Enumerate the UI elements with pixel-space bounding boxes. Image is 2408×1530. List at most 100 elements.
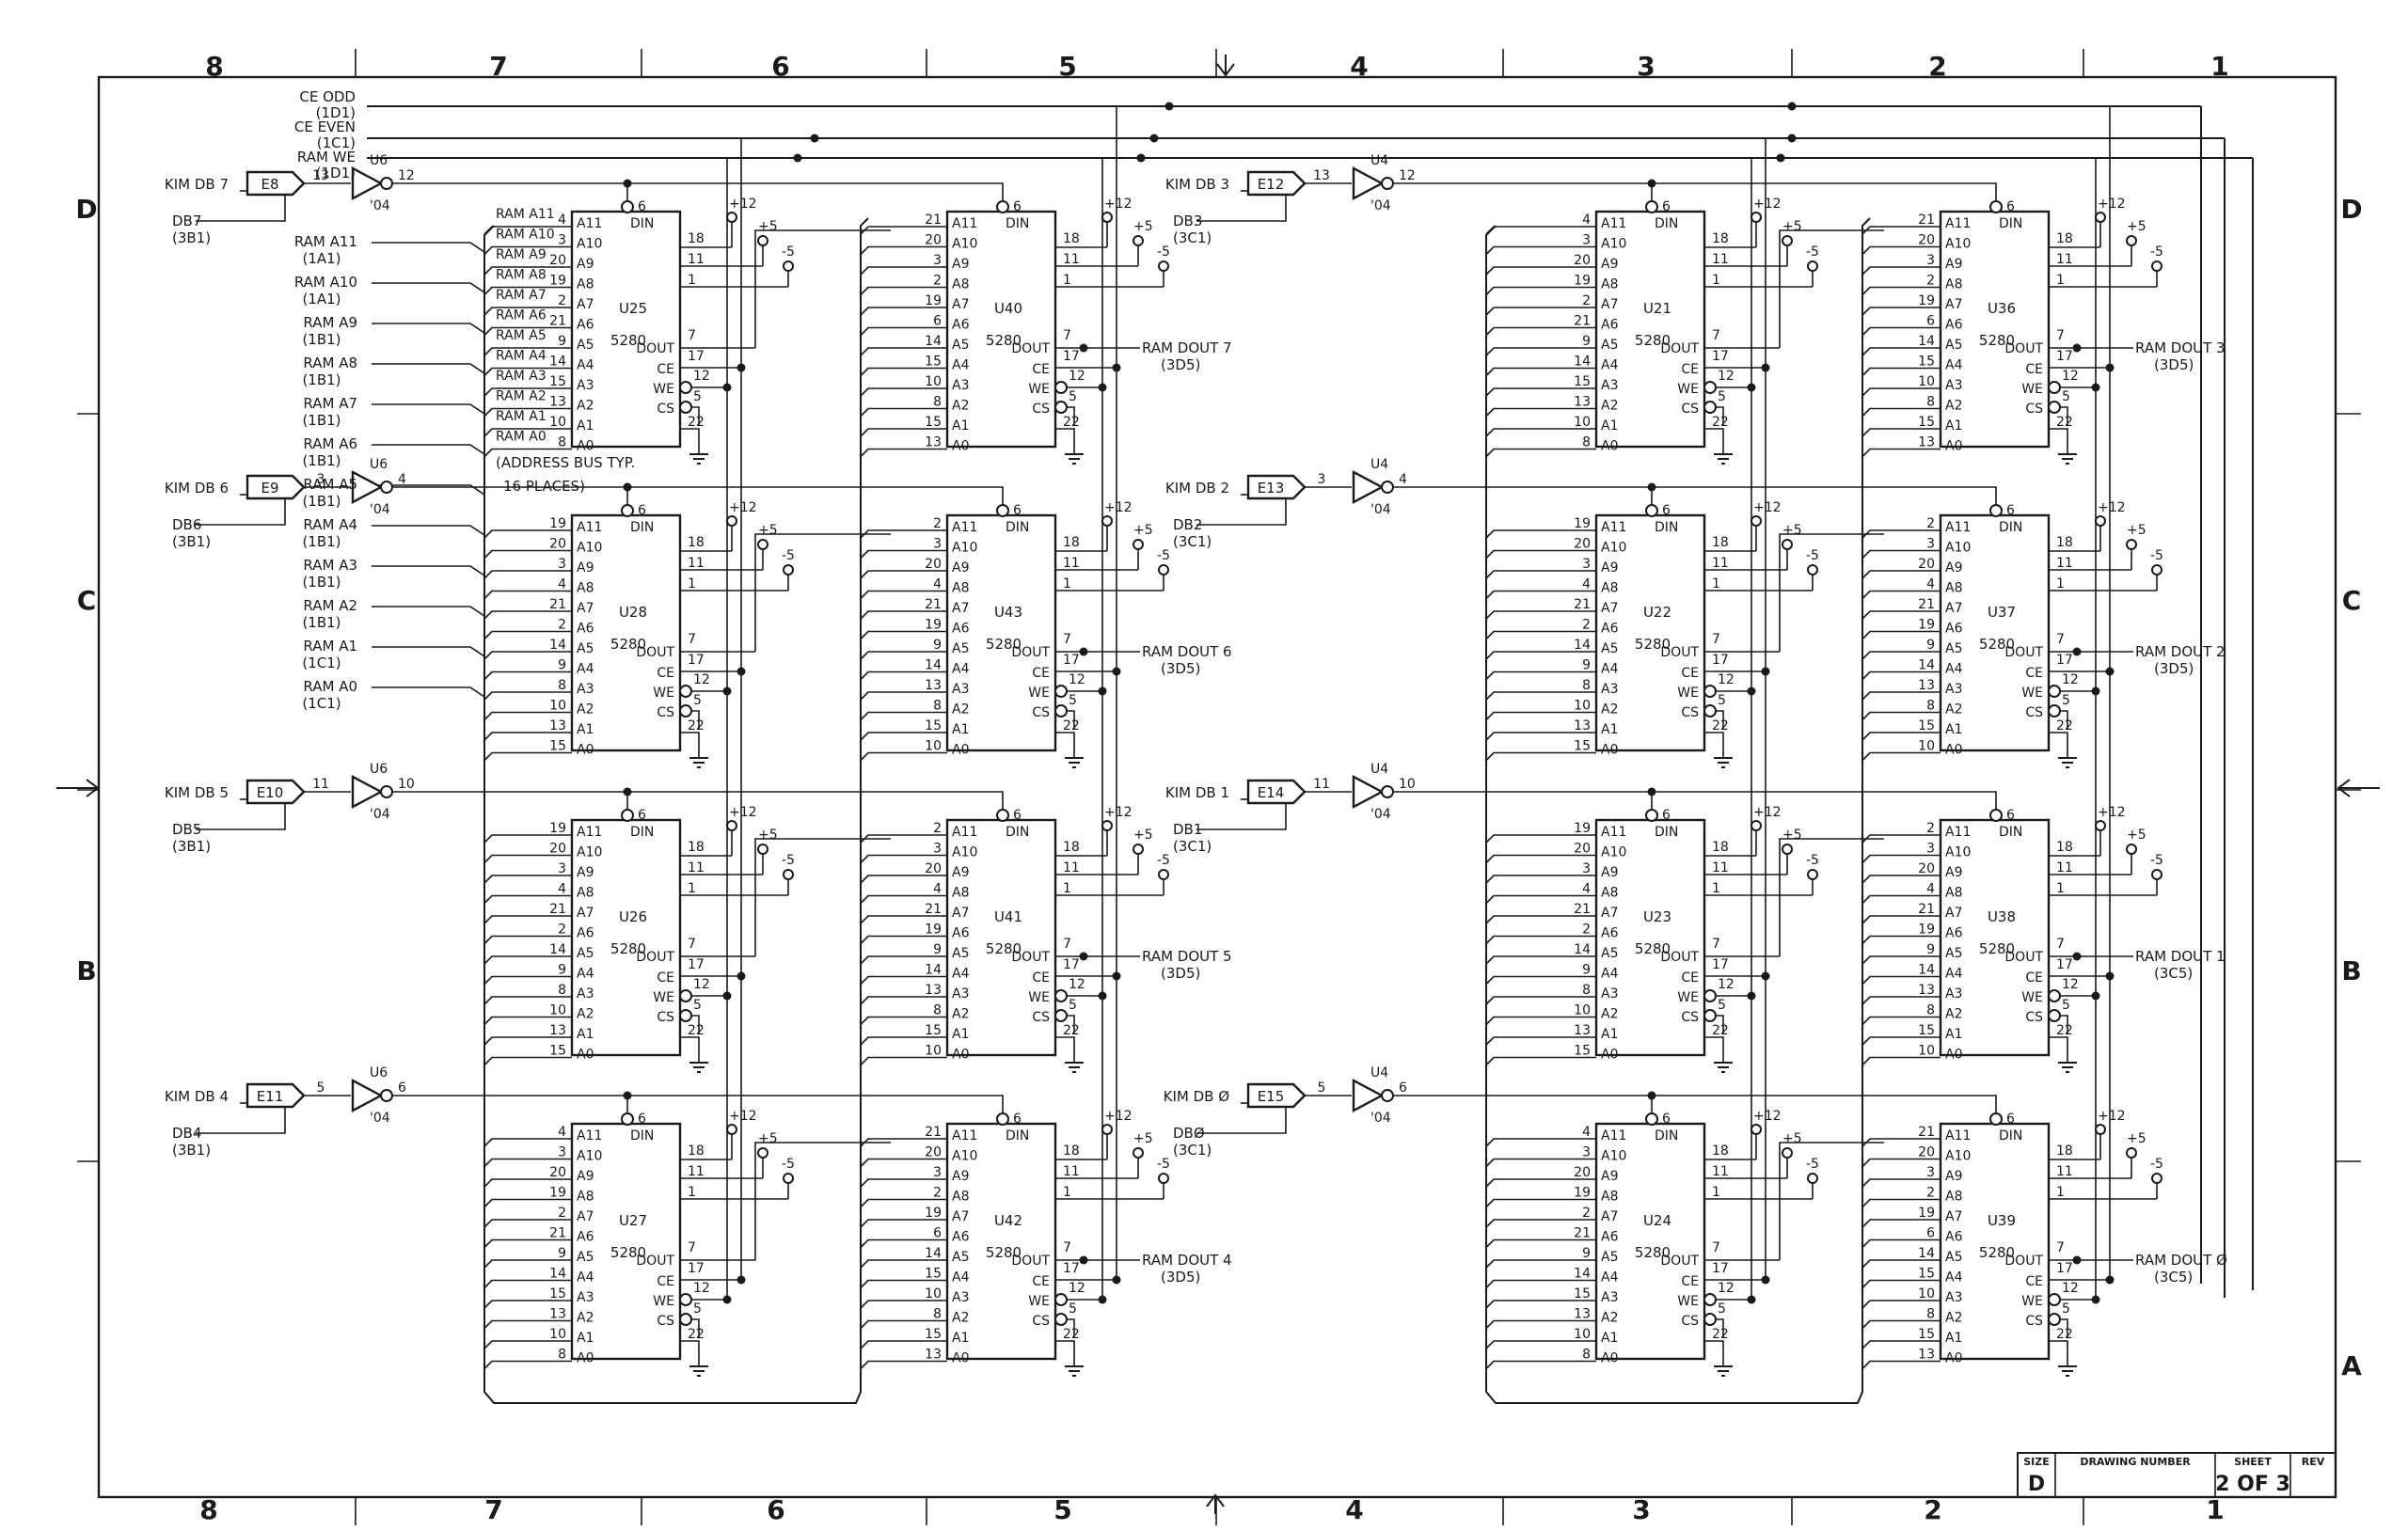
pin-number: 2: [558, 293, 566, 308]
bus-tap: [1485, 1138, 1554, 1147]
edge-connector-label: E9: [261, 480, 278, 497]
chip-type-label: 5280: [610, 636, 646, 653]
pin-number: 6: [1013, 199, 1022, 214]
plus12-label: +12: [1104, 1109, 1133, 1124]
pin-number: 17: [1063, 1261, 1080, 1276]
pin-number: 20: [925, 861, 942, 876]
pin-number: 13: [925, 1348, 942, 1363]
junction-dot: [1149, 134, 1159, 143]
pin-number: 22: [688, 1023, 705, 1038]
inverter-bubble: [380, 481, 393, 494]
pin-number: 21: [1918, 902, 1935, 917]
kim-db-label: KIM DB 5: [165, 784, 229, 801]
chip-pin-name: A1: [577, 1331, 594, 1346]
pin-number: 20: [925, 557, 942, 572]
chip-pin-name: A6: [1945, 1230, 1963, 1245]
ram-dout-label: RAM DOUT Ø: [2135, 1252, 2227, 1269]
pin-number: 21: [925, 902, 942, 917]
bus-tap: [483, 1340, 530, 1349]
gate-ref-label: U4: [1370, 153, 1388, 168]
bus-tap: [860, 1340, 905, 1349]
chip-we-label: WE: [2021, 382, 2043, 397]
plus5-label: +5: [758, 219, 778, 234]
pin-number: 11: [688, 252, 705, 267]
bus-tap: [860, 1238, 905, 1249]
bus-tap: [1485, 751, 1554, 762]
pin-number: 12: [2062, 1281, 2079, 1296]
plus12-label: +12: [2098, 805, 2126, 820]
pin-number: 11: [1063, 252, 1080, 267]
pin-number: 15: [925, 1267, 942, 1282]
edge-connector: [1246, 474, 1307, 500]
junction-dot: [1787, 102, 1797, 111]
chip-pin-name: A11: [577, 1128, 602, 1144]
bus-tap: [483, 529, 530, 539]
pin-number: 1: [1712, 1185, 1720, 1200]
gate-ref-label: U6: [370, 153, 388, 168]
bus-tap: [1485, 1340, 1554, 1349]
pin-number: 11: [1063, 1164, 1080, 1179]
chip-pin-name: A7: [952, 1209, 969, 1224]
chip-pin-name: A3: [577, 378, 594, 393]
pin-number: 20: [1574, 1165, 1591, 1180]
pin-number: 6: [933, 314, 942, 329]
din-input-circle: [621, 1112, 634, 1126]
pin-number: 1: [688, 273, 696, 288]
ram-dout-label: RAM DOUT 5: [1142, 948, 1232, 965]
bus-tap: [860, 732, 905, 741]
chip-pin-name: A3: [952, 1290, 969, 1305]
bus-tap: [1861, 935, 1898, 945]
chip-pin-name: A2: [577, 1007, 594, 1022]
pin-number: 10: [549, 1327, 566, 1342]
pin-number: 5: [2062, 1301, 2070, 1317]
bus-tap: [1485, 549, 1554, 560]
address-input-line: [372, 646, 485, 657]
chip-pin-name: A8: [1945, 886, 1962, 901]
inverter-gate: [351, 1079, 384, 1112]
bus-tap: [483, 387, 530, 397]
chip-pin-name: A0: [1945, 743, 1962, 758]
pin-number: 6: [638, 1112, 646, 1127]
pin-number: 6: [398, 1080, 406, 1096]
ram-we-label: RAM WE: [297, 149, 356, 166]
chip-ce-label: CE: [1681, 970, 1699, 986]
pin-number: 7: [2056, 632, 2065, 647]
chip-type-label: 5280: [1635, 636, 1671, 653]
pin-number: 2: [1926, 516, 1935, 531]
bus-tap: [1485, 570, 1554, 579]
cs-line: [1067, 1318, 1075, 1338]
ram-dout-label: RAM DOUT 1: [2135, 948, 2226, 965]
gate-type-label: '04: [370, 807, 390, 822]
plus5-label: +5: [758, 1131, 778, 1146]
pin-number: 13: [925, 983, 942, 998]
pin-number: 21: [1574, 597, 1591, 612]
chip-pin-name: A6: [1945, 318, 1963, 333]
chip-ref-label: U40: [994, 300, 1022, 317]
chip-pin-name: A11: [1601, 1128, 1626, 1144]
pin-number: 5: [1069, 1301, 1077, 1317]
bus-tap: [1485, 1300, 1554, 1309]
minus5-label: -5: [782, 244, 795, 260]
junction-dot: [1164, 102, 1174, 111]
plus5-label: +5: [1782, 523, 1802, 538]
kim-db-label: KIM DB 6: [165, 480, 229, 497]
pin-number: 8: [933, 395, 942, 410]
pin-number: 4: [1582, 882, 1591, 897]
bus-tap: [860, 590, 905, 600]
ram-address-label: RAM A2: [303, 597, 357, 614]
pin-number: 19: [549, 821, 566, 836]
address-input-line: [372, 242, 485, 253]
pin-number: 11: [2056, 860, 2073, 875]
bus-tap: [1485, 1319, 1554, 1330]
ram-dout-label: RAM DOUT 3: [2135, 339, 2226, 356]
pin-number: 15: [1918, 415, 1935, 430]
pin-number: 22: [1712, 1327, 1729, 1342]
bus-tap: [1485, 651, 1554, 660]
chip-pin-name: A0: [1945, 439, 1962, 454]
chip-pin-name: A10: [1601, 237, 1626, 252]
db-ref: (3C1): [1173, 533, 1212, 550]
bus-tap: [1861, 387, 1898, 397]
cs-inverted-circle: [2048, 401, 2061, 414]
bus-tap: [860, 1198, 905, 1208]
